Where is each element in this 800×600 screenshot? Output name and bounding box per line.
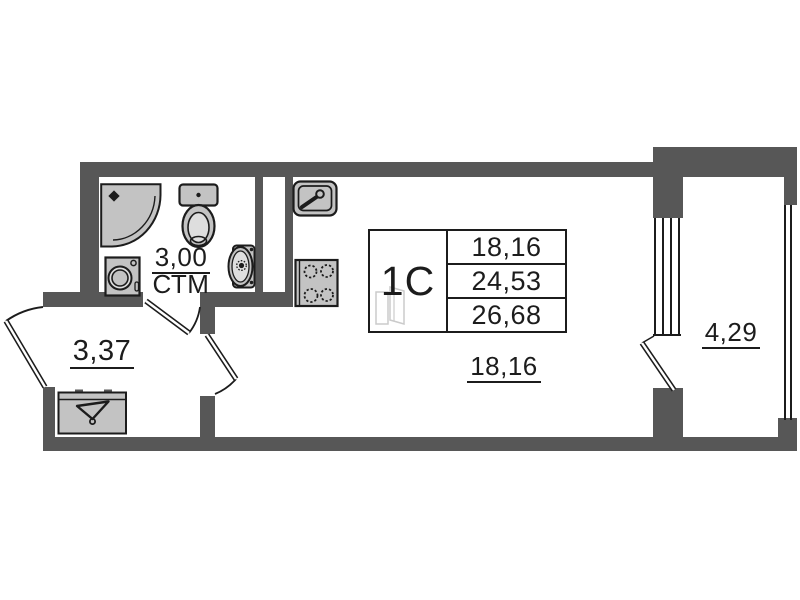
wall-bottom — [43, 437, 797, 451]
wall-left — [80, 162, 99, 307]
wall-hall-divider-top — [200, 292, 215, 334]
burner-icon — [303, 264, 318, 279]
balcony-window-line-1 — [654, 218, 656, 336]
bathroom-sink-icon — [227, 244, 256, 289]
hanger-icon — [75, 400, 110, 425]
burner-icon — [303, 288, 319, 303]
balcony-window-line-2 — [662, 218, 664, 336]
wall-bathroom-bottom-right — [200, 292, 293, 307]
balcony-window-line-4 — [678, 218, 680, 336]
wall-hall-divider-bottom — [200, 396, 215, 437]
toilet-icon — [178, 183, 219, 249]
wall-balcony-pillar-right — [784, 177, 797, 205]
faucet-icon — [300, 194, 320, 209]
balcony-area-label: 4,29 — [691, 318, 771, 350]
wall-kitchen — [285, 162, 293, 307]
wall-balcony-corner-block — [778, 418, 797, 451]
bathroom-name-label: СТМ — [152, 269, 210, 299]
balcony-glazing-line-2 — [790, 205, 792, 420]
balcony-window-line-3 — [670, 218, 672, 336]
wall-shaft-left — [255, 162, 263, 307]
wall-balcony-pillar-top — [653, 177, 683, 218]
area-row-living: 18,16 — [471, 231, 542, 262]
entrance-door — [3, 306, 48, 389]
area-row-total: 26,68 — [448, 297, 565, 331]
kitchen-sink-icon — [292, 180, 338, 217]
burner-icon — [320, 288, 334, 302]
bathroom-area-label: 3,00 — [145, 243, 217, 275]
wall-top-main — [80, 162, 655, 177]
info-table: 1С 18,16 24,53 26,68 — [368, 229, 567, 333]
area-row-apartment: 24,53 — [448, 263, 565, 297]
unit-type-cell: 1С — [370, 231, 448, 331]
balcony-door — [639, 335, 677, 392]
unit-type-label: 1С — [380, 257, 436, 304]
living-room-door — [204, 333, 239, 395]
hallway-area-label: 3,37 — [62, 336, 142, 370]
area-values: 18,16 24,53 26,68 — [448, 231, 565, 331]
wardrobe-icon — [57, 389, 127, 435]
burner-icon — [320, 264, 334, 278]
wall-entry-stub — [43, 387, 55, 437]
stove-icon — [294, 258, 339, 308]
living-room-area-label: 18,16 — [458, 352, 550, 384]
shower-icon — [100, 183, 162, 248]
building-sketch-icon — [375, 286, 405, 325]
balcony-window-sill — [653, 334, 681, 336]
bathroom-door — [144, 298, 201, 336]
balcony-glazing-line-1 — [784, 205, 786, 420]
wall-top-balcony — [653, 147, 797, 177]
wall-balcony-pillar-bottom — [653, 388, 683, 437]
washing-machine-icon — [104, 256, 141, 297]
